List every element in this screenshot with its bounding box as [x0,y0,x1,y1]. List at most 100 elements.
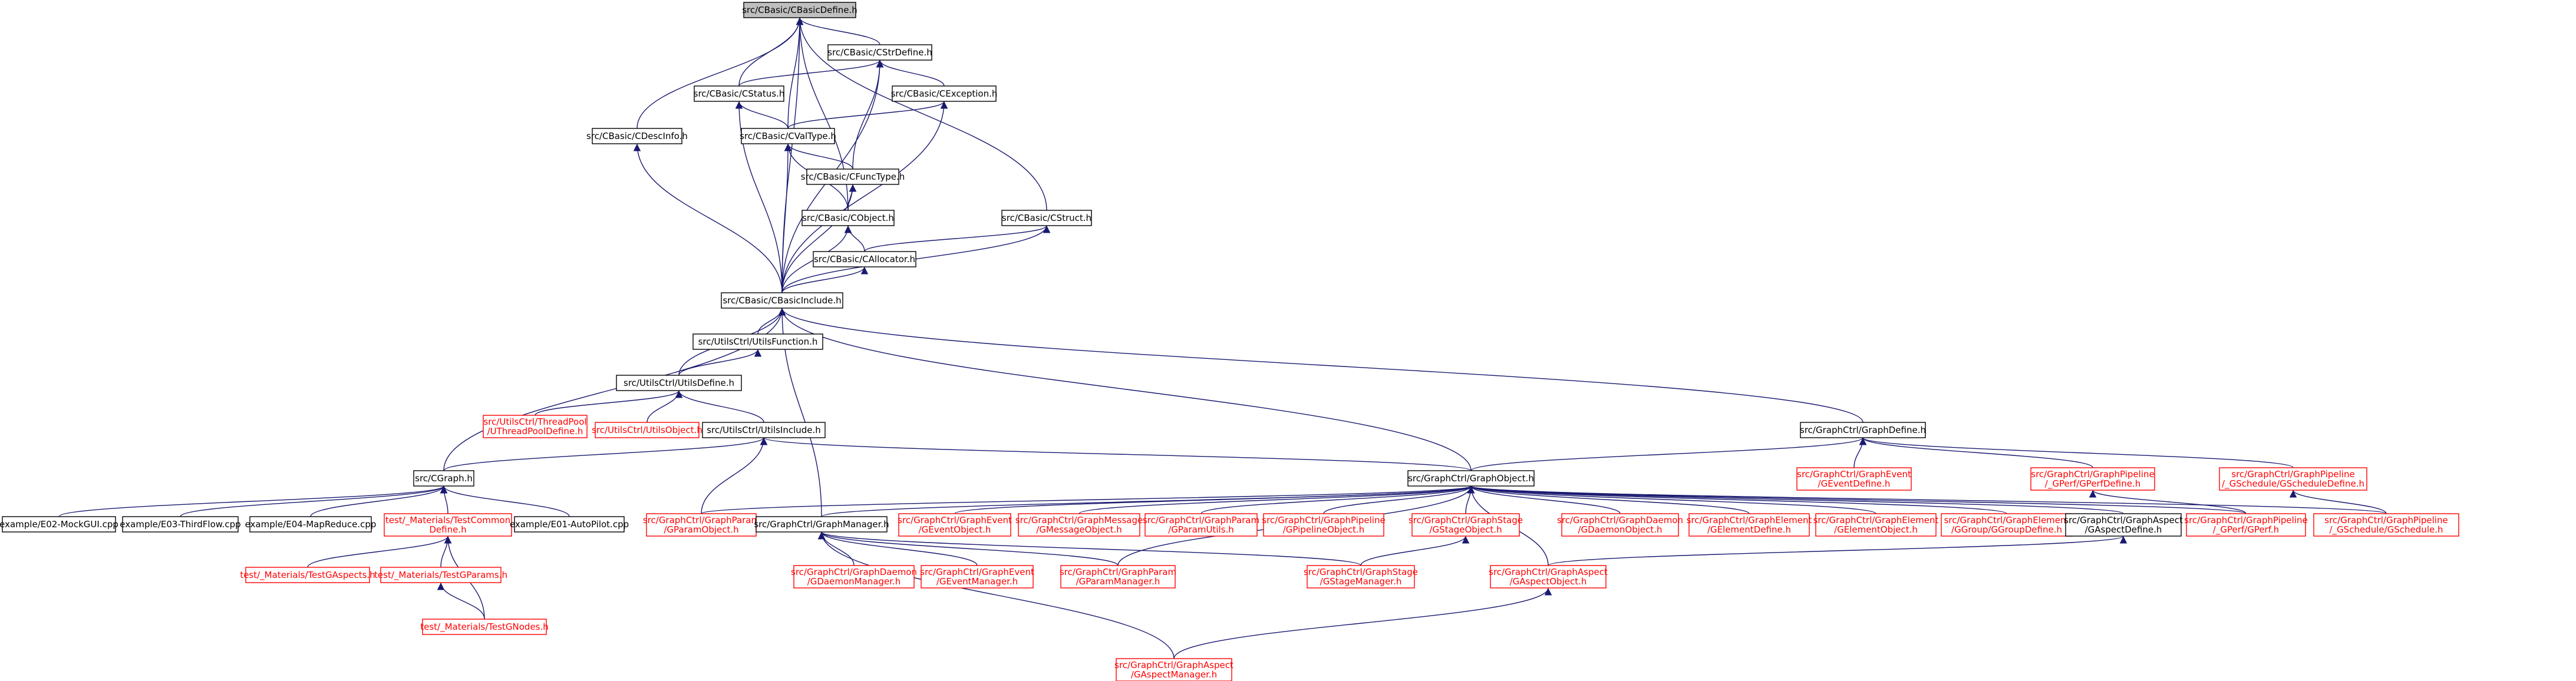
node-box [1116,658,1232,681]
edge-cgraph-to-e03 [180,485,448,517]
node-label: src/CBasic/CStrDefine.h [827,47,932,58]
node-geventmanager[interactable]: src/GraphCtrl/GraphEvent/GEventManager.h [920,565,1034,589]
edge-testcommon-to-testgaspects [307,535,452,568]
node-box [806,168,899,185]
node-cfunctype[interactable]: src/CBasic/CFuncType.h [801,168,905,185]
node-gaspectmanager[interactable]: src/GraphCtrl/GraphAspect/GAspectManager… [1114,658,1233,681]
node-label: src/GraphCtrl/GraphStage [1304,567,1418,577]
node-gperfdefine[interactable]: src/GraphCtrl/GraphPipeline/_GPerf/GPerf… [2030,467,2155,491]
node-utilsobject[interactable]: src/UtilsCtrl/UtilsObject.h [592,422,702,438]
edge-utilsinclude-to-cgraph [443,437,768,471]
node-gperf[interactable]: src/GraphCtrl/GraphPipeline/_GPerf/GPerf… [2184,513,2308,537]
node-gschedule[interactable]: src/GraphCtrl/GraphPipeline/_GSchedule/G… [2313,513,2459,537]
edge-cbasicdefine-to-cstrdefine [796,17,880,45]
node-cstrdefine[interactable]: src/CBasic/CStrDefine.h [827,44,932,61]
node-utilsfunction[interactable]: src/UtilsCtrl/UtilsFunction.h [692,333,823,350]
node-label: /GElementDefine.h [1707,524,1791,535]
node-label: src/CBasic/CDescInfo.h [586,131,688,141]
edge-cbasicdefine-to-cstruct [796,17,1047,211]
node-cgraph[interactable]: src/CGraph.h [413,470,474,487]
edge-graphobject-to-gelementobject [1467,485,1876,514]
node-label: src/CBasic/CException.h [891,88,998,99]
node-gstagemanager[interactable]: src/GraphCtrl/GraphStage/GStageManager.h [1304,565,1418,589]
node-label: src/GraphCtrl/GraphStage [1409,515,1523,525]
node-gaspectobject[interactable]: src/GraphCtrl/GraphAspect/GAspectObject.… [1489,565,1608,589]
node-label: test/_Materials/TestGParams.h [374,570,507,581]
edge-cbasicinclude-to-graphdefine [778,308,1863,423]
node-cobject[interactable]: src/CBasic/CObject.h [802,210,895,226]
node-utilsdefine[interactable]: src/UtilsCtrl/UtilsDefine.h [616,375,742,391]
edge-graphobject-to-gperf [1467,485,2247,514]
node-cstruct[interactable]: src/CBasic/CStruct.h [1001,210,1092,226]
node-box [1060,565,1176,589]
node-gelementobject[interactable]: src/GraphCtrl/GraphElement/GElementObjec… [1813,513,1939,537]
node-graphdefine[interactable]: src/GraphCtrl/GraphDefine.h [1800,422,1926,438]
node-gelementdefine[interactable]: src/GraphCtrl/GraphElement/GElementDefin… [1687,513,1812,537]
node-cexception[interactable]: src/CBasic/CException.h [891,85,998,102]
node-utilsinclude[interactable]: src/UtilsCtrl/UtilsInclude.h [702,422,826,438]
node-gparamobject[interactable]: src/GraphCtrl/GraphParam/GParamObject.h [643,513,760,537]
node-box [646,513,757,537]
node-label: src/GraphCtrl/GraphPipeline [1262,515,1385,525]
node-e01[interactable]: example/E01-AutoPilot.cpp [510,516,629,533]
node-testgnodes[interactable]: test/_Materials/TestGNodes.h [420,619,549,635]
node-cbasicdefine[interactable]: src/CBasic/CBasicDefine.h [742,2,857,18]
node-threadpooldefine[interactable]: src/UtilsCtrl/ThreadPool/UThreadPoolDefi… [483,415,588,438]
node-graphobject[interactable]: src/GraphCtrl/GraphObject.h [1407,470,1535,487]
node-label: /GAspectDefine.h [2085,524,2162,535]
node-label: src/GraphCtrl/GraphElement [1944,515,2070,525]
node-cstatus[interactable]: src/CBasic/CStatus.h [694,85,785,102]
edge-graphmanager-to-gaspectmanager [817,531,1175,659]
node-label: src/CBasic/CObject.h [802,213,894,223]
node-box [793,565,915,589]
node-box [2219,467,2367,491]
edge-cbasicdefine-to-cdescinfo [636,17,804,129]
node-box [921,565,1034,589]
node-e03[interactable]: example/E03-ThirdFlow.cpp [120,516,241,533]
node-ggroupdefine[interactable]: src/GraphCtrl/GraphElement/GGroup/GGroup… [1941,513,2073,537]
edge-graphdefine-to-gscheduledefine [1859,437,2294,468]
edge-graphdefine-to-gperfdefine [1859,437,2093,468]
node-box [2313,513,2459,537]
node-gmessageobject[interactable]: src/GraphCtrl/GraphMessage/GMessageObjec… [1015,513,1143,537]
node-gdaemonobject[interactable]: src/GraphCtrl/GraphDaemon/GDaemonObject.… [1557,513,1683,537]
node-cbasicinclude[interactable]: src/CBasic/CBasicInclude.h [721,292,843,309]
node-label: src/CBasic/CValType.h [740,131,836,141]
node-cvaltype[interactable]: src/CBasic/CValType.h [740,128,836,144]
node-label: src/UtilsCtrl/UtilsInclude.h [707,425,821,435]
node-label: src/UtilsCtrl/UtilsFunction.h [698,336,818,347]
edge-utilsdefine-to-utilsinclude [675,390,764,423]
node-callocator[interactable]: src/CBasic/CAllocator.h [813,251,916,267]
node-label: src/GraphCtrl/GraphAspect [1489,567,1608,577]
node-gaspectdefine[interactable]: src/GraphCtrl/GraphAspect/GAspectDefine.… [2064,513,2183,537]
node-gparammanager[interactable]: src/GraphCtrl/GraphParam/GParamManager.h [1060,565,1176,589]
edge-utilsinclude-to-graphobject [760,437,1472,471]
node-box [616,375,742,391]
edge-cdescinfo-to-cbasicinclude [633,143,783,293]
node-gdaemonmanager[interactable]: src/GraphCtrl/GraphDaemon/GDaemonManager… [791,565,917,589]
node-gpipelineobject[interactable]: src/GraphCtrl/GraphPipeline/GPipelineObj… [1262,513,1386,537]
node-gparamutils[interactable]: src/GraphCtrl/GraphParam/GParamUtils.h [1143,513,1259,537]
node-geventdefine[interactable]: src/GraphCtrl/GraphEvent/GEventDefine.h [1796,467,1912,491]
node-label: src/UtilsCtrl/UtilsDefine.h [624,378,734,388]
node-box [514,516,625,533]
node-testgparams[interactable]: test/_Materials/TestGParams.h [374,567,507,583]
edge-cgraph-to-e01 [440,485,570,517]
node-graphmanager[interactable]: src/GraphCtrl/GraphManager.h [754,516,889,533]
node-e04[interactable]: example/E04-MapReduce.cpp [245,516,377,533]
node-label: src/GraphCtrl/GraphElement [1813,515,1939,525]
node-box [1144,513,1258,537]
node-e02[interactable]: example/E02-MockGUI.cpp [0,516,118,533]
node-box [384,513,512,537]
node-geventobject[interactable]: src/GraphCtrl/GraphEvent/GEventObject.h [898,513,1012,537]
edge-testgparams-to-testgnodes [437,582,485,620]
node-cdescinfo[interactable]: src/CBasic/CDescInfo.h [586,128,688,144]
node-testgaspects[interactable]: test/_Materials/TestGAspects.h [240,567,375,583]
node-gstageobject[interactable]: src/GraphCtrl/GraphStage/GStageObject.h [1409,513,1523,537]
node-label: /_GSchedule/GScheduleDefine.h [2222,478,2364,490]
node-gscheduledefine[interactable]: src/GraphCtrl/GraphPipeline/_GSchedule/G… [2219,467,2367,491]
node-box [413,470,474,487]
edge-utilsfunction-to-utilsdefine [678,349,762,376]
edge-gstageobject-to-gstagemanager [1360,535,1470,566]
